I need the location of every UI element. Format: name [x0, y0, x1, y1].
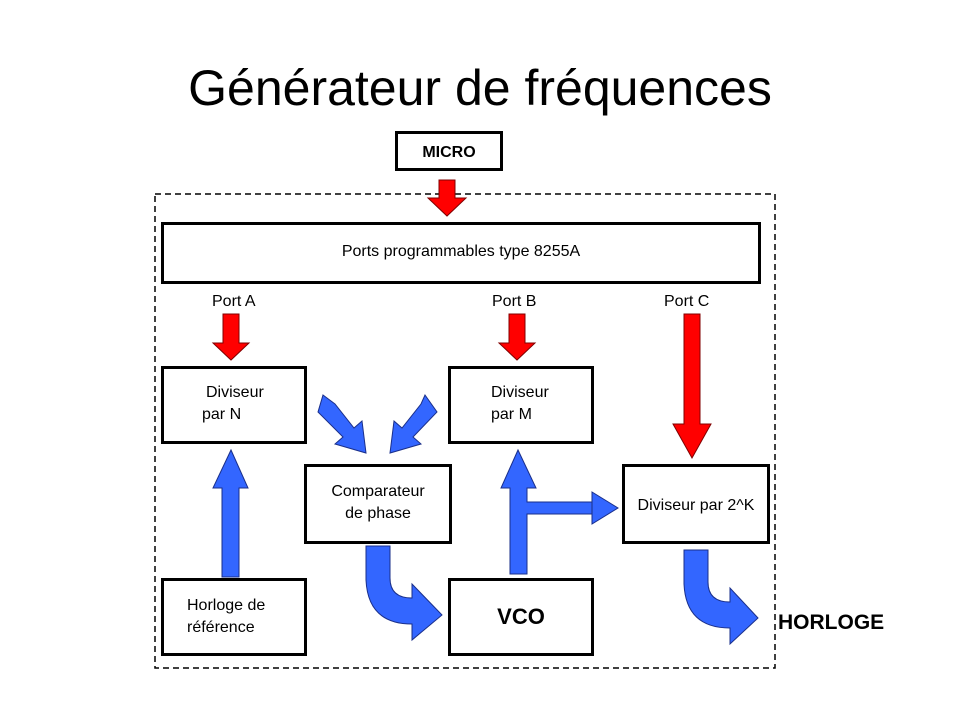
micro-label: MICRO [422, 144, 476, 161]
reference-clock-block: Horloge de référence [161, 578, 307, 656]
ports-label: Ports programmables type 8255A [341, 243, 581, 260]
page-title: Générateur de fréquences [188, 60, 772, 116]
divider-2k-to-output-arrow [683, 549, 759, 646]
micro-block: MICRO [395, 131, 503, 171]
comparator-to-vco-arrow [365, 545, 443, 642]
comparator-block: Comparateur de phase [304, 464, 452, 544]
branch-to-divider-2k-arrowhead [591, 491, 619, 525]
divider-n-line2: par N [202, 406, 242, 423]
port-a-arrow [211, 313, 251, 361]
reference-clock-line1: Horloge de [187, 597, 266, 614]
port-c-label: Port C [664, 293, 710, 310]
port-b-label: Port B [492, 293, 537, 310]
divider-n-line1: Diviseur [206, 384, 264, 401]
divider-2k-block: Diviseur par 2^K [622, 464, 770, 544]
divider-m-to-comparator-arrow [389, 393, 438, 454]
port-b-arrow [497, 313, 537, 361]
system-boundary [154, 193, 776, 669]
comparator-line2: de phase [345, 505, 411, 522]
divider-n-block: Diviseur par N [161, 366, 307, 444]
divider-n-to-comparator-arrow [317, 394, 367, 454]
reference-to-divider-n-arrow [212, 448, 249, 578]
output-clock-label: HORLOGE [778, 611, 885, 634]
divider-m-block: Diviseur par M [448, 366, 594, 444]
divider-m-line1: Diviseur [491, 384, 549, 401]
vco-label: VCO [497, 604, 545, 629]
divider-m-line2: par M [491, 406, 532, 423]
port-a-label: Port A [212, 293, 256, 310]
port-c-arrow [672, 313, 712, 460]
divider-2k-label: Diviseur par 2^K [637, 497, 755, 514]
vco-to-divider-m-arrow [500, 448, 593, 575]
micro-down-arrow [426, 179, 468, 217]
vco-block: VCO [448, 578, 594, 656]
reference-clock-line2: référence [187, 619, 255, 636]
comparator-line1: Comparateur [331, 483, 425, 500]
ports-block: Ports programmables type 8255A [161, 222, 761, 284]
